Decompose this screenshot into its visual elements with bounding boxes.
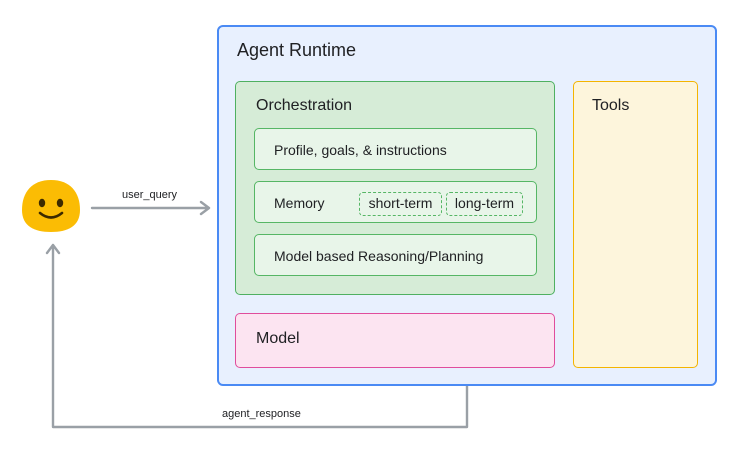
orchestration-title: Orchestration bbox=[256, 97, 353, 114]
memory-label: Memory bbox=[274, 195, 325, 211]
long-term-memory-tag: long-term bbox=[446, 192, 523, 216]
model-box bbox=[235, 313, 555, 368]
short-term-memory-tag: short-term bbox=[359, 192, 442, 216]
user-query-arrow bbox=[90, 200, 211, 216]
agent-response-label: agent_response bbox=[222, 408, 301, 420]
reasoning-planning-label: Model based Reasoning/Planning bbox=[274, 248, 484, 264]
agent-response-arrow bbox=[45, 243, 469, 429]
user-query-label: user_query bbox=[122, 189, 178, 201]
tools-title: Tools bbox=[592, 97, 630, 114]
tools-box bbox=[573, 81, 698, 368]
profile-goals-label: Profile, goals, & instructions bbox=[274, 142, 447, 158]
agent-runtime-title: Agent Runtime bbox=[237, 40, 357, 60]
model-title: Model bbox=[256, 330, 300, 347]
reasoning-planning-box bbox=[254, 234, 537, 276]
smiley-face-icon bbox=[22, 180, 80, 232]
profile-goals-box bbox=[254, 128, 537, 170]
